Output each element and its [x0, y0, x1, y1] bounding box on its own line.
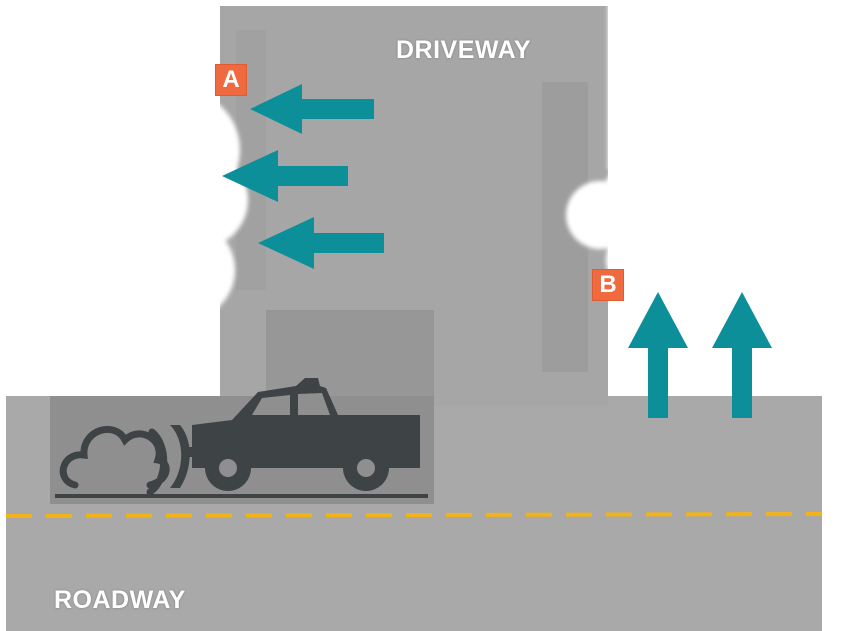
driveway-label: DRIVEWAY: [396, 36, 531, 65]
road-center-line: [6, 514, 822, 516]
snow-pile-left: [0, 0, 248, 360]
roadway-label: ROADWAY: [54, 586, 186, 615]
marker-a-badge: A: [216, 65, 246, 95]
truck-panel-upper: [266, 310, 434, 400]
marker-b-badge: B: [593, 270, 623, 300]
